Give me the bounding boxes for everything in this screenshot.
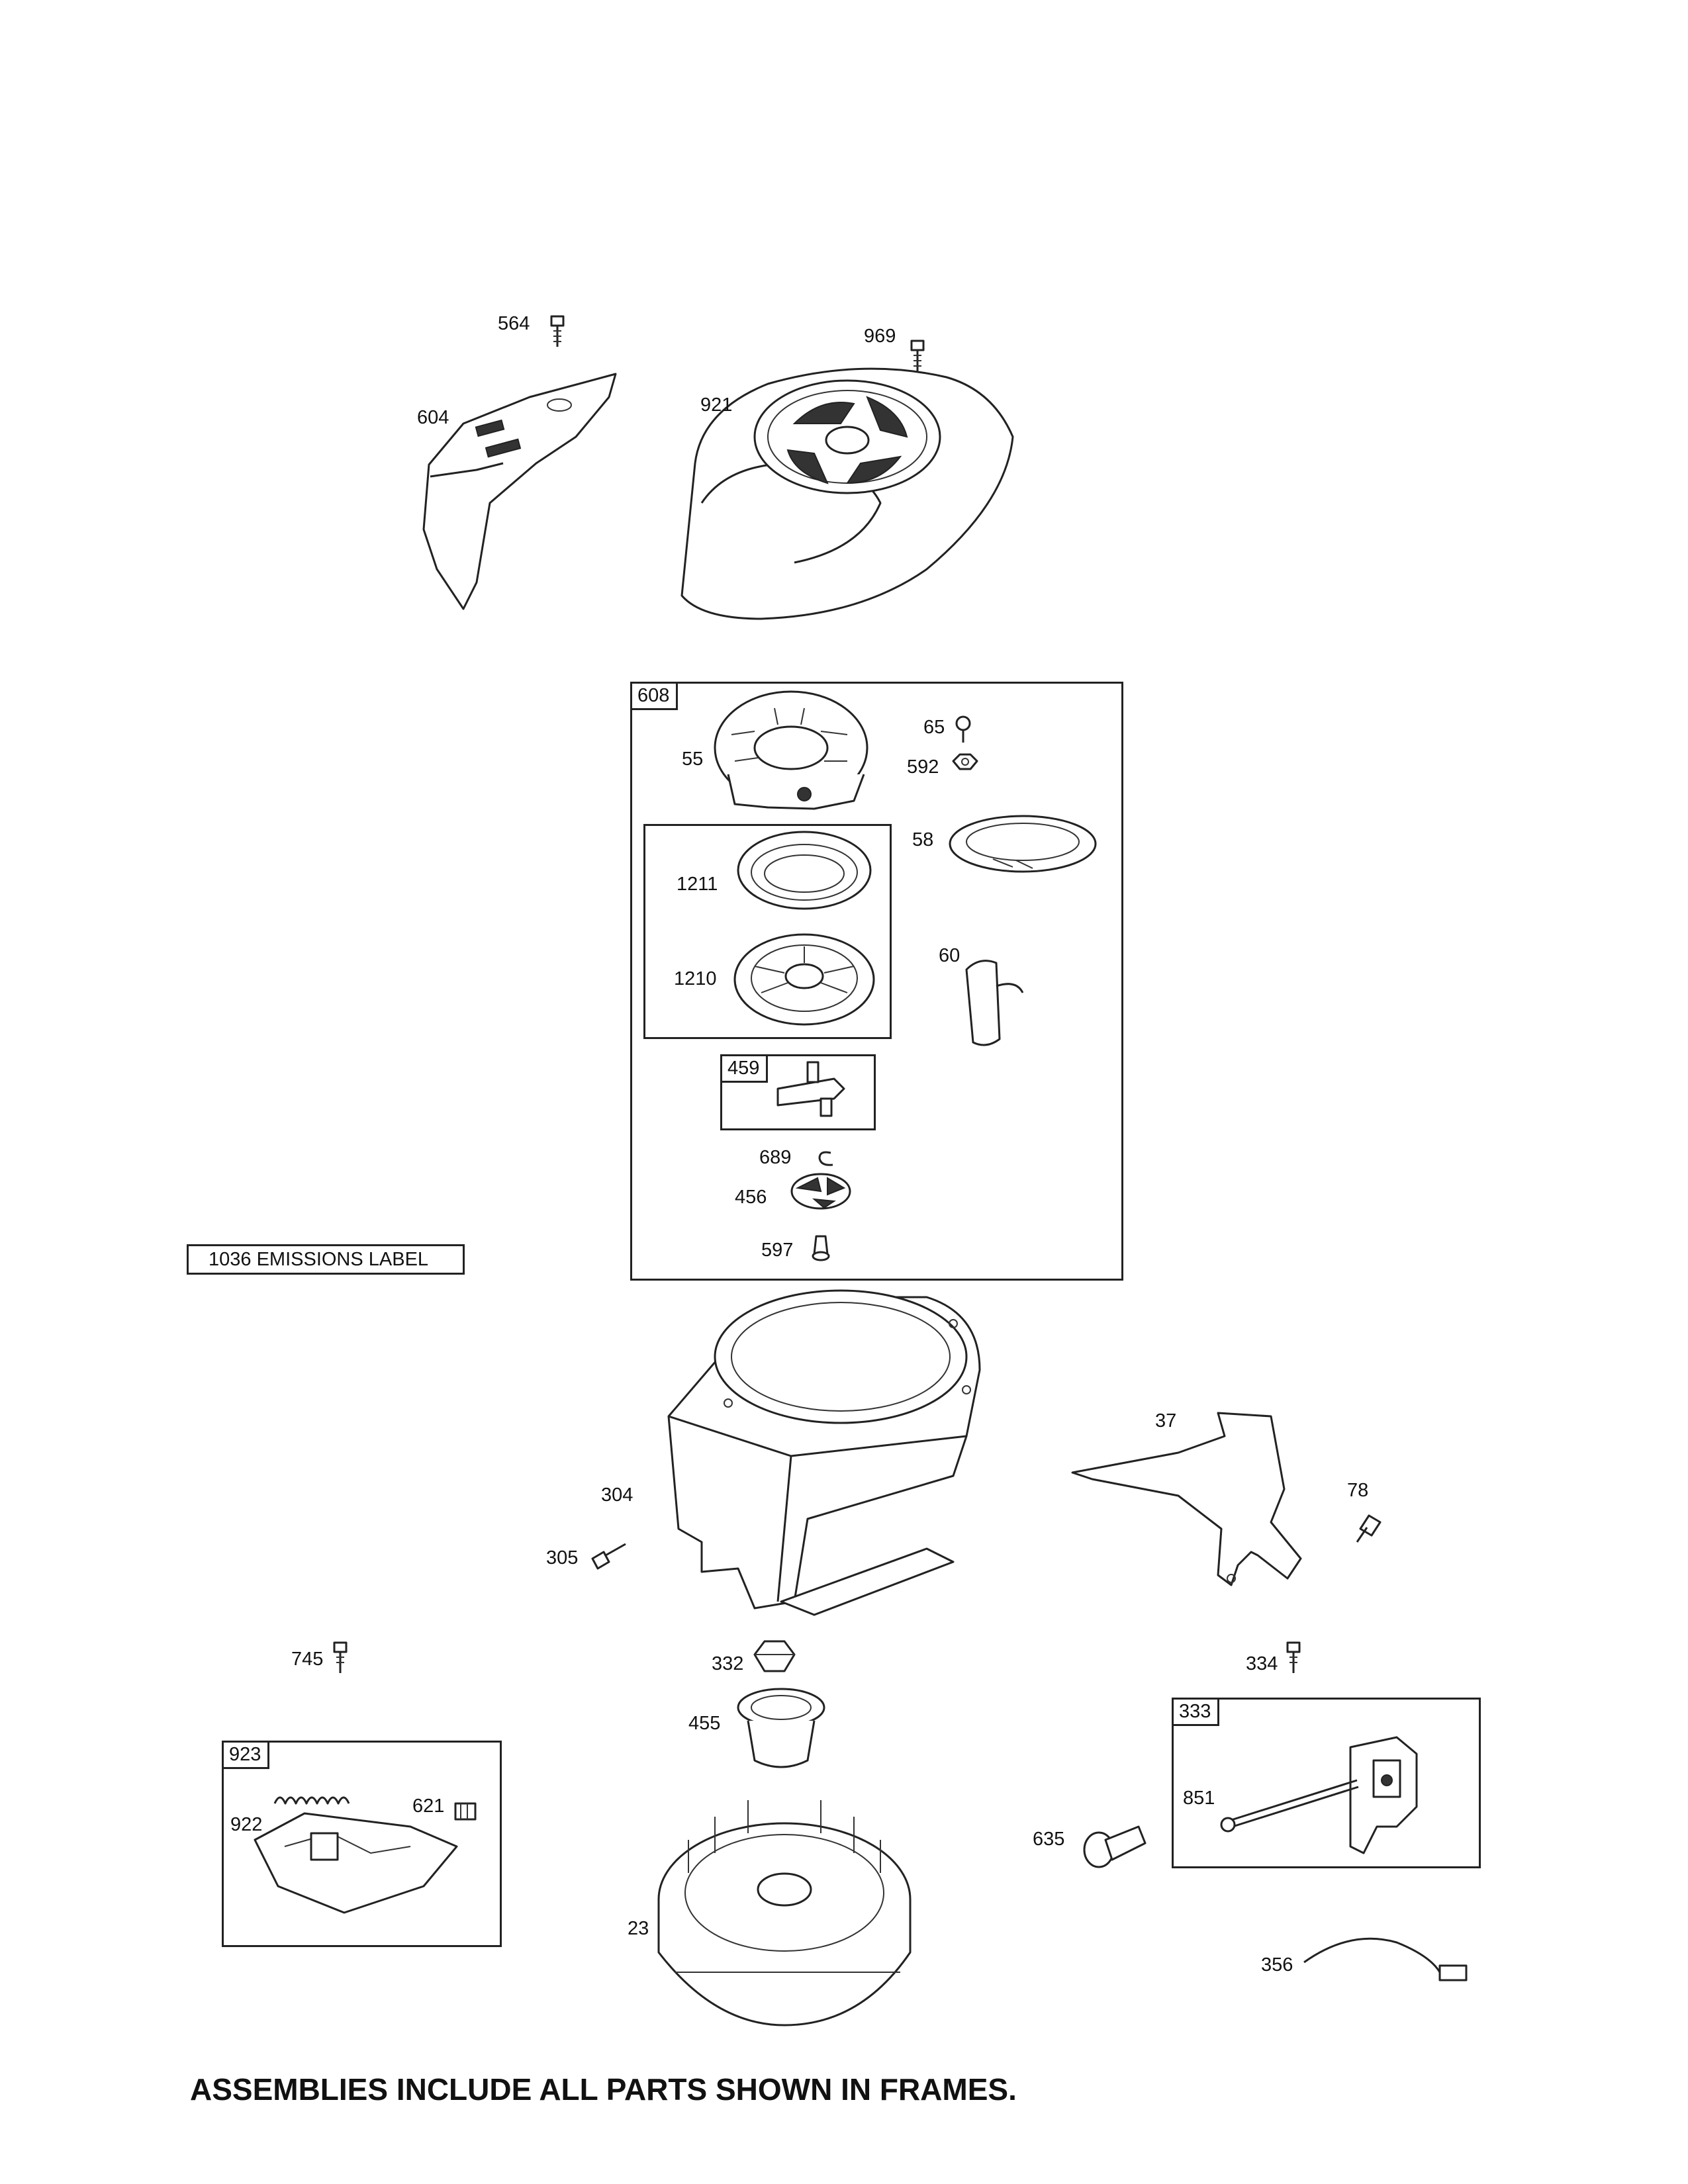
callout-78: 78 [1347, 1480, 1369, 1501]
frame-pulley-assembly [643, 824, 892, 1039]
part-621-clip [454, 1802, 477, 1821]
footer-note: ASSEMBLIES INCLUDE ALL PARTS SHOWN IN FR… [190, 2072, 1017, 2107]
part-304-blower-housing [667, 1289, 981, 1616]
callout-305: 305 [546, 1547, 579, 1569]
callout-689: 689 [759, 1147, 792, 1168]
callout-37: 37 [1155, 1410, 1177, 1432]
part-58-rewind-spring [949, 815, 1097, 873]
part-65-screw [955, 715, 971, 743]
callout-60: 60 [939, 945, 961, 966]
callout-455: 455 [688, 1713, 721, 1734]
part-1210-pulley [733, 933, 875, 1026]
callout-922: 922 [230, 1814, 263, 1835]
part-23-flywheel [657, 1800, 912, 2026]
callout-921: 921 [700, 394, 733, 416]
part-334-screw [1286, 1641, 1301, 1673]
callout-55: 55 [682, 749, 704, 770]
callout-304: 304 [601, 1484, 633, 1506]
callout-332: 332 [712, 1653, 744, 1674]
part-969-screw [910, 340, 925, 372]
frame-923-tag: 923 [222, 1741, 270, 1769]
part-37-air-guide [1071, 1412, 1302, 1586]
callout-356: 356 [1261, 1954, 1293, 1976]
callout-597: 597 [761, 1240, 794, 1261]
callout-851: 851 [1183, 1788, 1215, 1809]
callout-58: 58 [912, 829, 934, 850]
part-689-clip [818, 1151, 833, 1166]
callout-65: 65 [923, 717, 945, 738]
part-564-screw [550, 315, 565, 347]
part-455-starter-cup [737, 1688, 825, 1768]
frame-459-pawl: 459 [720, 1054, 876, 1130]
part-922-governor-bracket [254, 1812, 458, 1914]
frame-608-tag: 608 [630, 682, 679, 710]
part-305-screw [591, 1543, 626, 1570]
frame-459-tag: 459 [720, 1054, 769, 1083]
part-592-nut [952, 753, 978, 770]
part-356-wire [1303, 1937, 1468, 1981]
callout-604: 604 [417, 407, 449, 428]
part-60-starter-handle [965, 960, 1024, 1046]
callout-1210: 1210 [674, 968, 717, 989]
callout-456: 456 [735, 1187, 767, 1208]
frame-333-armature-assembly: 333 [1172, 1698, 1481, 1868]
part-459-pawl [776, 1061, 845, 1117]
part-604-cover [422, 373, 617, 610]
part-332-flywheel-nut [753, 1640, 796, 1672]
part-635-spark-plug-boot [1083, 1825, 1147, 1868]
callout-745: 745 [291, 1649, 324, 1670]
part-55-starter-housing [714, 690, 868, 810]
callout-334: 334 [1246, 1653, 1278, 1674]
callout-564: 564 [498, 313, 530, 334]
callout-969: 969 [864, 326, 896, 347]
part-851-ground-wire [1220, 1779, 1359, 1833]
frame-608-starter-assembly: 608 [630, 682, 1123, 1281]
callout-1211: 1211 [677, 874, 718, 895]
part-456-starter-cup [790, 1173, 851, 1210]
part-923-spring [273, 1796, 350, 1805]
frame-923-governor-assembly: 923 [222, 1741, 502, 1947]
callout-23: 23 [628, 1918, 649, 1939]
part-921-blower-housing [680, 367, 1014, 620]
part-745-screw [333, 1641, 348, 1673]
frame-333-tag: 333 [1172, 1698, 1220, 1726]
part-597-screw [812, 1235, 830, 1261]
part-333-armature [1349, 1736, 1418, 1854]
emissions-label-box: 1036 EMISSIONS LABEL [187, 1244, 465, 1275]
callout-621: 621 [412, 1796, 445, 1817]
callout-635: 635 [1033, 1829, 1065, 1850]
callout-592: 592 [907, 756, 939, 778]
part-78-bolt [1356, 1514, 1382, 1543]
part-1211-spring [737, 831, 872, 910]
